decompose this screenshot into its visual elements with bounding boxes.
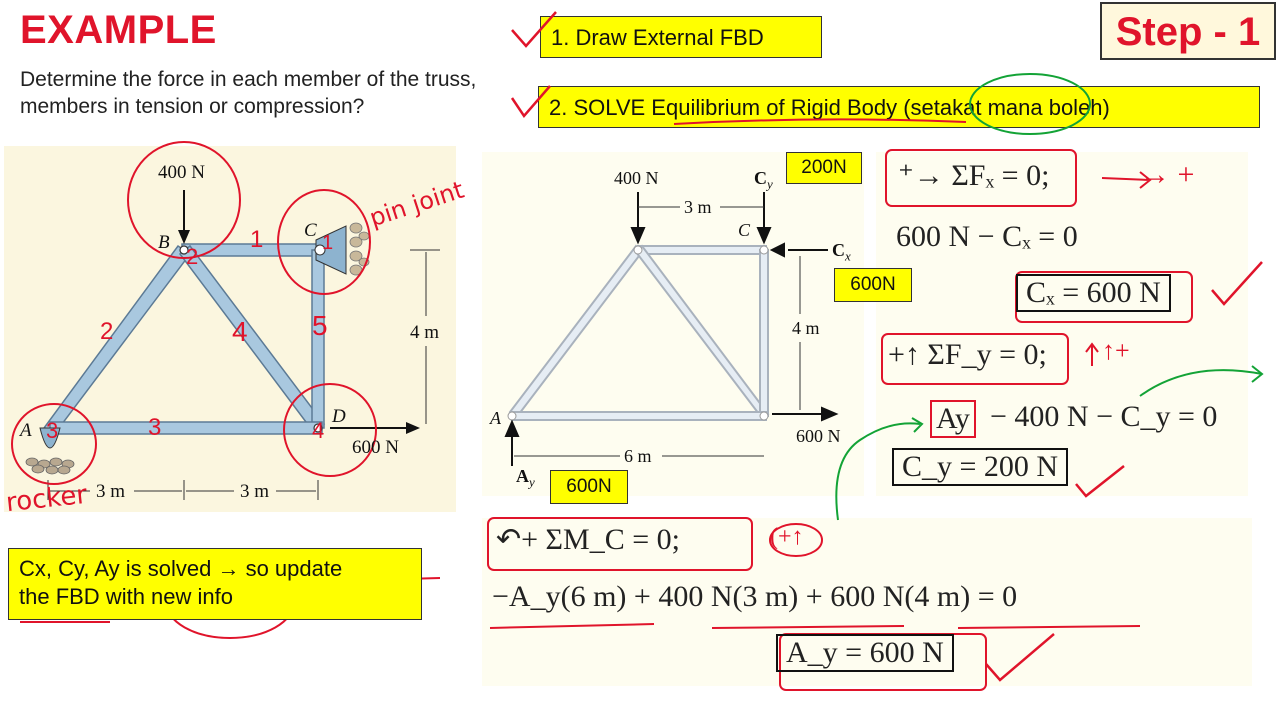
check-ay (985, 633, 1055, 682)
fbd-dim-top: 3 m (684, 197, 712, 217)
green-arrow-cy (1139, 369, 1263, 397)
member-label-3: 3 (148, 414, 162, 441)
fbd-figure-panel (482, 152, 864, 496)
eq-fy-ay: Ay (930, 400, 976, 438)
joint-b-pin (179, 245, 189, 255)
member-label-2: 2 (100, 318, 114, 345)
eq-sum-fx: ⁺→ ΣFₓ = 0; (898, 159, 1050, 192)
note-line-1: Cx, Cy, Ay is solved → so update (19, 556, 343, 581)
underline-ay (489, 623, 655, 629)
fbd-forces (504, 192, 839, 466)
check-step-2 (510, 85, 551, 119)
fbd-ay-label: Ay (516, 466, 535, 490)
box-mc (487, 517, 753, 571)
truss-dim-right: 3 m (240, 481, 270, 502)
page-title: EXAMPLE (20, 8, 217, 52)
fbd-member-ad (511, 411, 767, 421)
eq-cx-result: Cₓ = 600 N (1016, 274, 1171, 312)
check-cy (1075, 465, 1125, 498)
red-annotations (11, 141, 377, 485)
member-bd (178, 244, 326, 431)
green-annotations (835, 365, 1264, 521)
moment-equations-panel (482, 518, 1252, 686)
truss-joint-b: B (158, 232, 170, 253)
rocker-rollers (25, 457, 75, 475)
note-up-plus: ↑+ (1102, 336, 1130, 365)
fbd-cy-label: Cy (754, 168, 773, 192)
note-plus-right: → + (1140, 158, 1195, 191)
check-cx (1211, 261, 1263, 306)
fbd-dim-side: 4 m (792, 318, 820, 338)
tag-cx-value: 600N (834, 268, 912, 302)
fbd-load-right-label: 600 N (796, 426, 841, 446)
step-1-box: 1. Draw External FBD (540, 16, 822, 58)
truss-dim-height: 4 m (410, 322, 440, 343)
truss-joint-a: A (20, 420, 32, 441)
underline-400 (711, 625, 905, 629)
fbd-dim-bottom: 6 m (624, 446, 652, 466)
underline-600 (957, 625, 1141, 629)
tag-ay-value: 600N (550, 470, 628, 504)
note-line-2: the FBD with new info (19, 584, 233, 609)
eq-moment-balance: −A_y(6 m) + 400 N(3 m) + 600 N(4 m) = 0 (492, 580, 1018, 613)
member-label-5: 5 (312, 310, 328, 341)
eq-cy-result: C_y = 200 N (892, 448, 1069, 486)
step-badge: Step - 1 (1100, 2, 1276, 60)
force-equations-panel (876, 152, 1248, 496)
step-2-box: 2. SOLVE Equilibrium of Rigid Body (seta… (538, 86, 1260, 128)
eq-fy-balance: − 400 N − C_y = 0 (990, 400, 1218, 433)
member-label-4: 4 (232, 316, 248, 347)
rocker-support (39, 427, 61, 449)
fbd-joint-c: C (738, 220, 751, 240)
fbd-cx-label: Cx (832, 240, 851, 264)
joint-number-3: 3 (46, 418, 59, 443)
box-sum-fy (881, 333, 1069, 385)
note-plus-moment: (+↑ (770, 524, 804, 550)
truss-joint-d: D (332, 406, 346, 427)
truss-dim-left: 3 m (96, 481, 126, 502)
circle-joint-b (127, 141, 241, 259)
eq-sum-mc: ↶+ ΣM_C = 0; (496, 523, 680, 556)
truss-figure-panel (4, 146, 456, 512)
fbd-member-bd (634, 244, 770, 420)
eq-ay-result: A_y = 600 N (776, 634, 954, 672)
circle-joint-d (283, 383, 377, 477)
check-marks (510, 11, 1263, 682)
circle-joint-c (277, 189, 371, 295)
underline-equilibrium (673, 118, 967, 125)
circle-joint-a (11, 403, 97, 485)
fbd-members (508, 244, 770, 421)
fbd-joint-a: A (490, 408, 501, 428)
fbd-member-bc (637, 245, 767, 255)
joint-d-pin (313, 423, 323, 433)
tag-cy-value: 200N (786, 152, 862, 184)
eq-sum-fy: +↑ ΣF_y = 0; (888, 338, 1047, 371)
fbd-member-ab (508, 244, 644, 420)
fbd-load-top-label: 400 N (614, 168, 659, 188)
wall-hatch (349, 222, 370, 276)
green-arrow-ay (835, 422, 921, 521)
joint-number-4: 4 (312, 418, 325, 443)
box-sum-fx (885, 149, 1077, 207)
truss-load-top-label: 400 N (158, 162, 205, 183)
truss-members (42, 243, 326, 435)
check-step-1 (511, 11, 557, 48)
joint-number-2: 2 (186, 244, 199, 269)
update-note-box: Cx, Cy, Ay is solved → so update the FBD… (8, 548, 422, 620)
problem-statement: Determine the force in each member of th… (20, 68, 477, 118)
arrow-up-plus (1085, 342, 1099, 366)
circle-setakat (969, 73, 1091, 135)
circle-plus (769, 523, 823, 557)
fbd-member-cd (759, 249, 769, 417)
joint-number-1: 1 (322, 232, 334, 254)
arrow-plus-fx (1101, 171, 1152, 189)
member-ab (42, 244, 192, 433)
member-label-1: 1 (250, 226, 264, 253)
truss-load-right-label: 600 N (352, 437, 399, 458)
eq-fx-balance: 600 N − Cₓ = 0 (896, 220, 1078, 253)
truss-joint-c: C (304, 220, 317, 241)
